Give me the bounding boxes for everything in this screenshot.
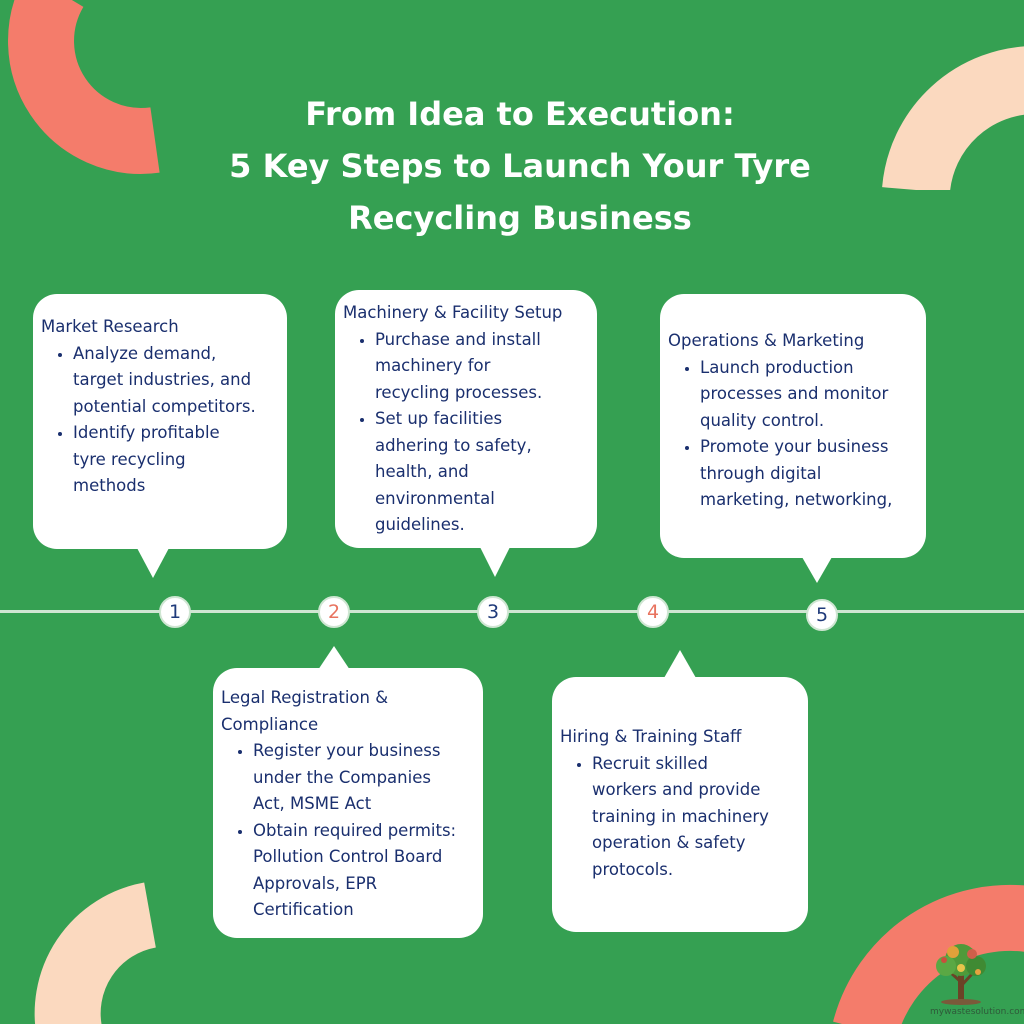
title-line-2: 5 Key Steps to Launch Your Tyre <box>229 147 811 185</box>
callout-pointer-1 <box>137 548 169 578</box>
coral-arc-top-left <box>8 0 160 174</box>
coral-arc-bottom-right <box>833 884 1024 1024</box>
step-heading: Machinery & Facility Setup <box>343 303 563 322</box>
step-heading: Market Research <box>41 317 179 336</box>
title-line-1: From Idea to Execution: <box>305 95 735 133</box>
page-title: From Idea to Execution: 5 Key Steps to L… <box>120 88 920 244</box>
logo-text: mywastesolution.com <box>930 1007 1024 1017</box>
timeline-marker-5: 5 <box>806 599 838 631</box>
peach-arc-top-right <box>882 46 1024 190</box>
step-bullet: Obtain required permits:Pollution Contro… <box>253 818 469 924</box>
step-card-3: Machinery & Facility Setup Purchase and … <box>335 290 597 548</box>
peach-arc-bottom-left <box>34 882 157 1024</box>
timeline-marker-2: 2 <box>318 596 350 628</box>
callout-pointer-2 <box>318 646 350 670</box>
tree-icon <box>936 944 986 1005</box>
step-heading: Hiring & Training Staff <box>560 727 742 746</box>
title-line-3: Recycling Business <box>348 199 692 237</box>
step-heading: Legal Registration &Compliance <box>221 688 389 734</box>
timeline-line <box>0 610 1024 613</box>
step-card-5: Operations & Marketing Launch production… <box>660 294 926 558</box>
callout-pointer-4 <box>664 650 696 678</box>
timeline-marker-1: 1 <box>159 596 191 628</box>
step-heading: Operations & Marketing <box>668 331 865 350</box>
timeline-marker-3: 3 <box>477 596 509 628</box>
step-bullet: Analyze demand,target industries, andpot… <box>73 341 273 421</box>
callout-pointer-3 <box>480 547 510 577</box>
step-card-2: Legal Registration &Compliance Register … <box>213 668 483 938</box>
callout-pointer-5 <box>802 557 832 583</box>
timeline-marker-4: 4 <box>637 596 669 628</box>
step-card-1: Market Research Analyze demand,target in… <box>33 294 287 549</box>
step-card-4: Hiring & Training Staff Recruit skilledw… <box>552 677 808 932</box>
